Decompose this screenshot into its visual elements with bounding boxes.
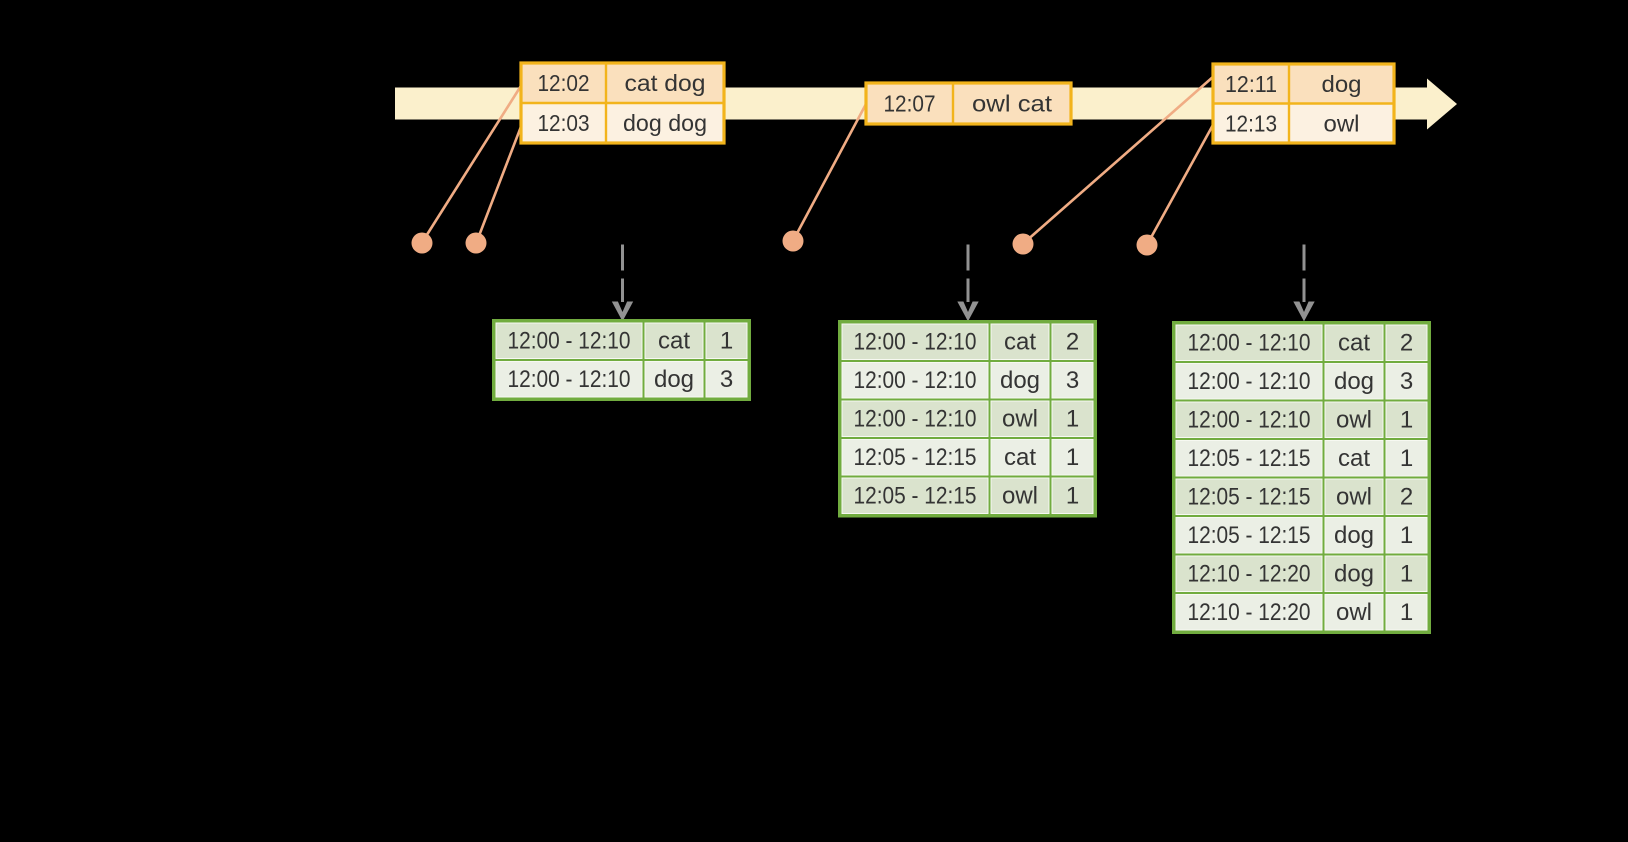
svg-text:12:00 - 12:10: 12:00 - 12:10 — [1188, 329, 1311, 356]
svg-text:12:10 - 12:20: 12:10 - 12:20 — [1188, 599, 1311, 626]
svg-text:cat: cat — [1004, 444, 1036, 471]
svg-text:12:00 - 12:10: 12:00 - 12:10 — [854, 405, 977, 432]
svg-text:1: 1 — [1066, 444, 1079, 471]
svg-text:1: 1 — [1066, 482, 1079, 509]
svg-text:12:10 - 12:20: 12:10 - 12:20 — [1188, 560, 1311, 587]
svg-text:12:05 - 12:15: 12:05 - 12:15 — [1188, 445, 1311, 472]
svg-text:dog: dog — [1322, 71, 1362, 97]
svg-text:1: 1 — [1066, 405, 1079, 432]
svg-text:owl: owl — [1002, 482, 1038, 509]
svg-text:owl: owl — [1336, 406, 1372, 433]
svg-text:2: 2 — [1400, 329, 1413, 356]
svg-text:12:11: 12:11 — [1225, 71, 1277, 97]
svg-text:12:00 - 12:10: 12:00 - 12:10 — [508, 366, 631, 393]
svg-text:12:00 - 12:10: 12:00 - 12:10 — [1188, 406, 1311, 433]
svg-text:2: 2 — [1400, 483, 1413, 510]
svg-text:cat: cat — [1004, 328, 1036, 355]
svg-text:owl: owl — [1336, 599, 1372, 626]
svg-text:1: 1 — [1400, 560, 1413, 587]
svg-text:12:00 - 12:10: 12:00 - 12:10 — [1188, 368, 1311, 395]
svg-text:dog: dog — [1334, 560, 1374, 587]
svg-text:12:07: 12:07 — [884, 91, 936, 117]
svg-text:dog: dog — [1334, 522, 1374, 549]
svg-text:1: 1 — [1400, 599, 1413, 626]
svg-text:3: 3 — [1400, 368, 1413, 395]
svg-text:12:00 - 12:10: 12:00 - 12:10 — [508, 327, 631, 354]
svg-text:1: 1 — [720, 327, 733, 354]
svg-text:cat dog: cat dog — [625, 70, 706, 96]
svg-text:12:03: 12:03 — [538, 110, 590, 136]
svg-text:12:13: 12:13 — [1225, 110, 1277, 136]
svg-text:owl: owl — [1324, 110, 1360, 136]
svg-text:1: 1 — [1400, 445, 1413, 472]
svg-text:1: 1 — [1400, 406, 1413, 433]
svg-text:cat: cat — [1338, 329, 1370, 356]
svg-text:12:02: 12:02 — [538, 70, 590, 96]
svg-text:owl: owl — [1002, 405, 1038, 432]
svg-text:12:00 - 12:10: 12:00 - 12:10 — [854, 328, 977, 355]
svg-text:3: 3 — [1066, 367, 1079, 394]
svg-text:3: 3 — [720, 366, 733, 393]
svg-text:12:05 - 12:15: 12:05 - 12:15 — [1188, 522, 1311, 549]
svg-text:cat: cat — [1338, 445, 1370, 472]
svg-text:12:00 - 12:10: 12:00 - 12:10 — [854, 367, 977, 394]
svg-text:owl cat: owl cat — [972, 91, 1053, 117]
svg-text:1: 1 — [1400, 522, 1413, 549]
svg-text:owl: owl — [1336, 483, 1372, 510]
svg-text:cat: cat — [658, 327, 690, 354]
svg-text:dog: dog — [1000, 367, 1040, 394]
svg-text:2: 2 — [1066, 328, 1079, 355]
svg-text:dog: dog — [654, 366, 694, 393]
svg-text:12:05 - 12:15: 12:05 - 12:15 — [854, 444, 977, 471]
svg-text:12:05 - 12:15: 12:05 - 12:15 — [1188, 483, 1311, 510]
svg-text:dog dog: dog dog — [623, 110, 707, 136]
svg-text:dog: dog — [1334, 368, 1374, 395]
svg-text:12:05 - 12:15: 12:05 - 12:15 — [854, 482, 977, 509]
